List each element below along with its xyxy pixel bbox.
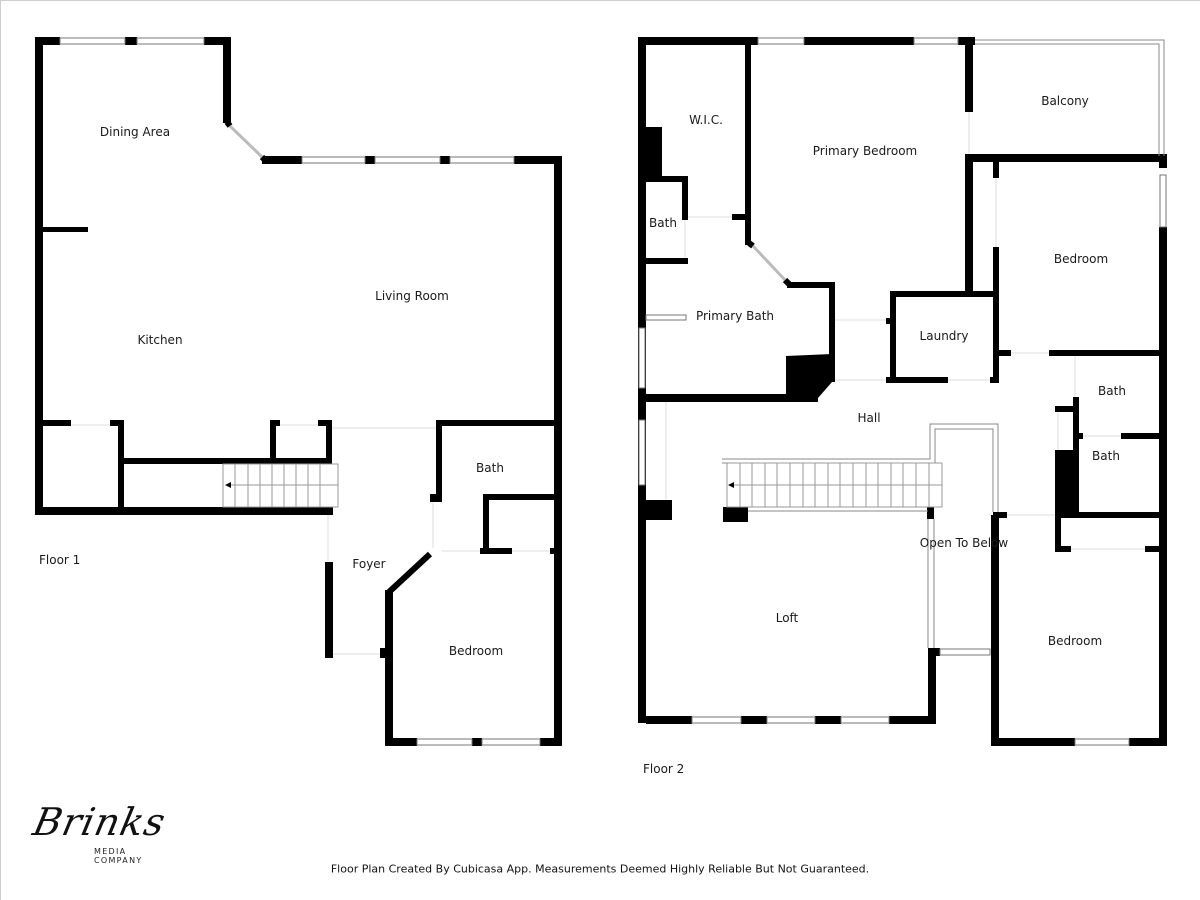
room-label-wic: W.I.C. xyxy=(689,113,723,127)
room-label-bedroom: Bedroom xyxy=(448,644,504,658)
floor-1-windows xyxy=(59,37,541,746)
room-label-dining-area: Dining Area xyxy=(99,125,171,139)
room-label-foyer: Foyer xyxy=(352,557,386,571)
room-label-primary-bath: Primary Bath xyxy=(695,309,775,323)
room-label-laundry: Laundry xyxy=(919,329,969,343)
stair-direction-arrow-icon xyxy=(728,482,734,488)
room-label-hall: Hall xyxy=(857,411,881,425)
room-label-bedroom-ne: Bedroom xyxy=(1053,252,1109,266)
primary-bath-angled-opening xyxy=(751,244,787,282)
floor-2-windows xyxy=(638,37,1167,746)
dining-bay-window xyxy=(228,124,264,159)
floor-1-walls xyxy=(35,37,562,746)
balcony-railing xyxy=(975,39,1165,156)
logo-subtitle: MEDIA COMPANY xyxy=(94,847,143,865)
logo-script-text: Brinks xyxy=(29,800,170,844)
room-label-bath-e1: Bath xyxy=(1098,384,1126,398)
floor-2-diagonal-walls xyxy=(747,240,792,287)
stair-direction-arrow-icon xyxy=(225,482,231,488)
floor-2-label: Floor 2 xyxy=(643,762,685,776)
room-label-loft: Loft xyxy=(775,611,799,625)
room-label-bath-e2: Bath xyxy=(1092,449,1120,463)
room-label-living-room: Living Room xyxy=(375,289,449,303)
room-label-balcony: Balcony xyxy=(1041,94,1089,108)
floor-1-doorways xyxy=(71,424,550,655)
floor-1-diagonal-walls xyxy=(224,120,433,595)
room-label-open-to-below: Open To Below xyxy=(919,536,1009,550)
disclaimer-footer: Floor Plan Created By Cubicasa App. Meas… xyxy=(330,862,870,876)
floor-2-staircase xyxy=(726,462,943,508)
brand-logo: Brinks MEDIA COMPANY xyxy=(26,800,170,880)
room-label-bath: Bath xyxy=(476,461,504,475)
room-label-primary-bedroom: Primary Bedroom xyxy=(812,144,918,158)
floor-2-doorways xyxy=(665,112,1145,550)
room-label-bedroom-se: Bedroom xyxy=(1047,634,1103,648)
room-label-kitchen: Kitchen xyxy=(137,333,183,347)
floor-1-staircase xyxy=(222,463,339,508)
room-label-bath-small: Bath xyxy=(649,216,677,230)
floor-1-label: Floor 1 xyxy=(39,553,81,567)
